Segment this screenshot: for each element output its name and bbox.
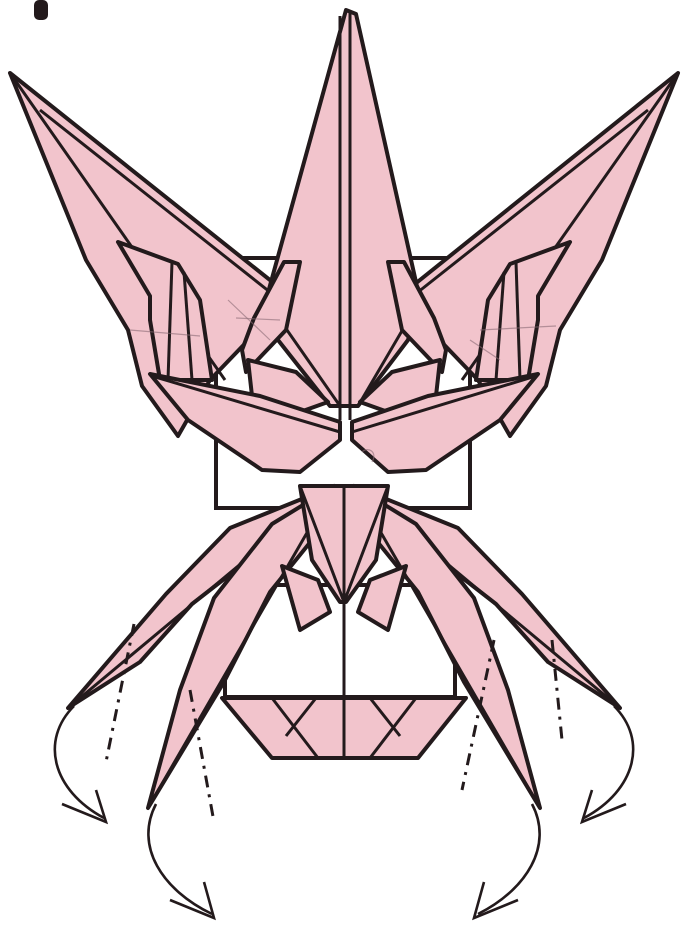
fold-arrow-outer-right: [582, 706, 633, 822]
step-number-mark: [34, 0, 48, 20]
fold-arrow-outer-left: [55, 706, 106, 822]
tail-section: [222, 698, 466, 758]
fold-arrow-inner-right: [474, 804, 540, 918]
fold-arrow-inner-left: [148, 804, 214, 918]
